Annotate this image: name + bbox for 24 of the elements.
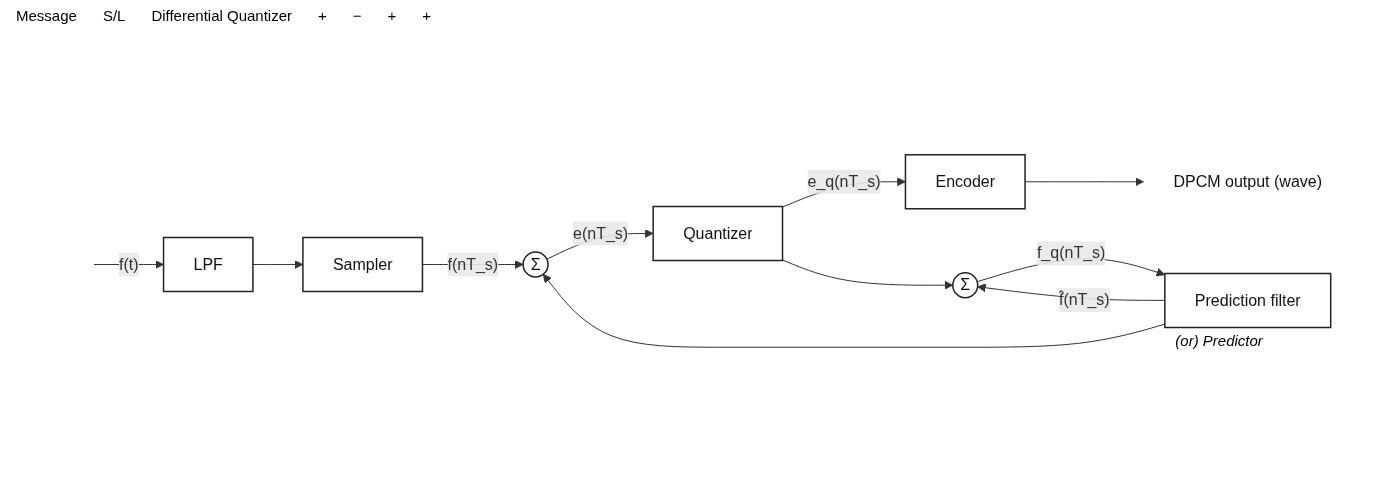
edge-label: f_q(nT_s): [1037, 244, 1106, 262]
node-text: DPCM output (wave): [1174, 172, 1323, 190]
node-note: (or) Predictor: [1175, 331, 1263, 349]
arrow: [1025, 177, 1145, 187]
node-circle: Σ: [522, 251, 550, 278]
edge-label: f(t): [119, 255, 140, 273]
note-label: +: [386, 6, 398, 25]
edge-label: f̂(nT_s): [1059, 291, 1111, 309]
note-label: −: [351, 6, 363, 25]
note-label: Message: [15, 6, 78, 25]
edge-label: e_q(nT_s): [808, 172, 881, 190]
node-box: Encoder: [905, 154, 1027, 210]
note-label: +: [317, 6, 328, 25]
node-box: LPF: [163, 236, 255, 293]
node-circle: Σ: [952, 272, 979, 299]
note-label: +: [421, 6, 433, 25]
edge-label: e(nT_s): [573, 224, 629, 242]
note-label: Differential Quantizer: [150, 6, 293, 25]
arrow: [782, 259, 954, 290]
node-box: Sampler: [302, 236, 424, 293]
note-label: S/L: [101, 6, 127, 25]
node-box: Quantizer: [652, 205, 784, 262]
edge-label: f(nT_s): [447, 255, 499, 273]
node-box: Prediction filter: [1164, 272, 1332, 329]
